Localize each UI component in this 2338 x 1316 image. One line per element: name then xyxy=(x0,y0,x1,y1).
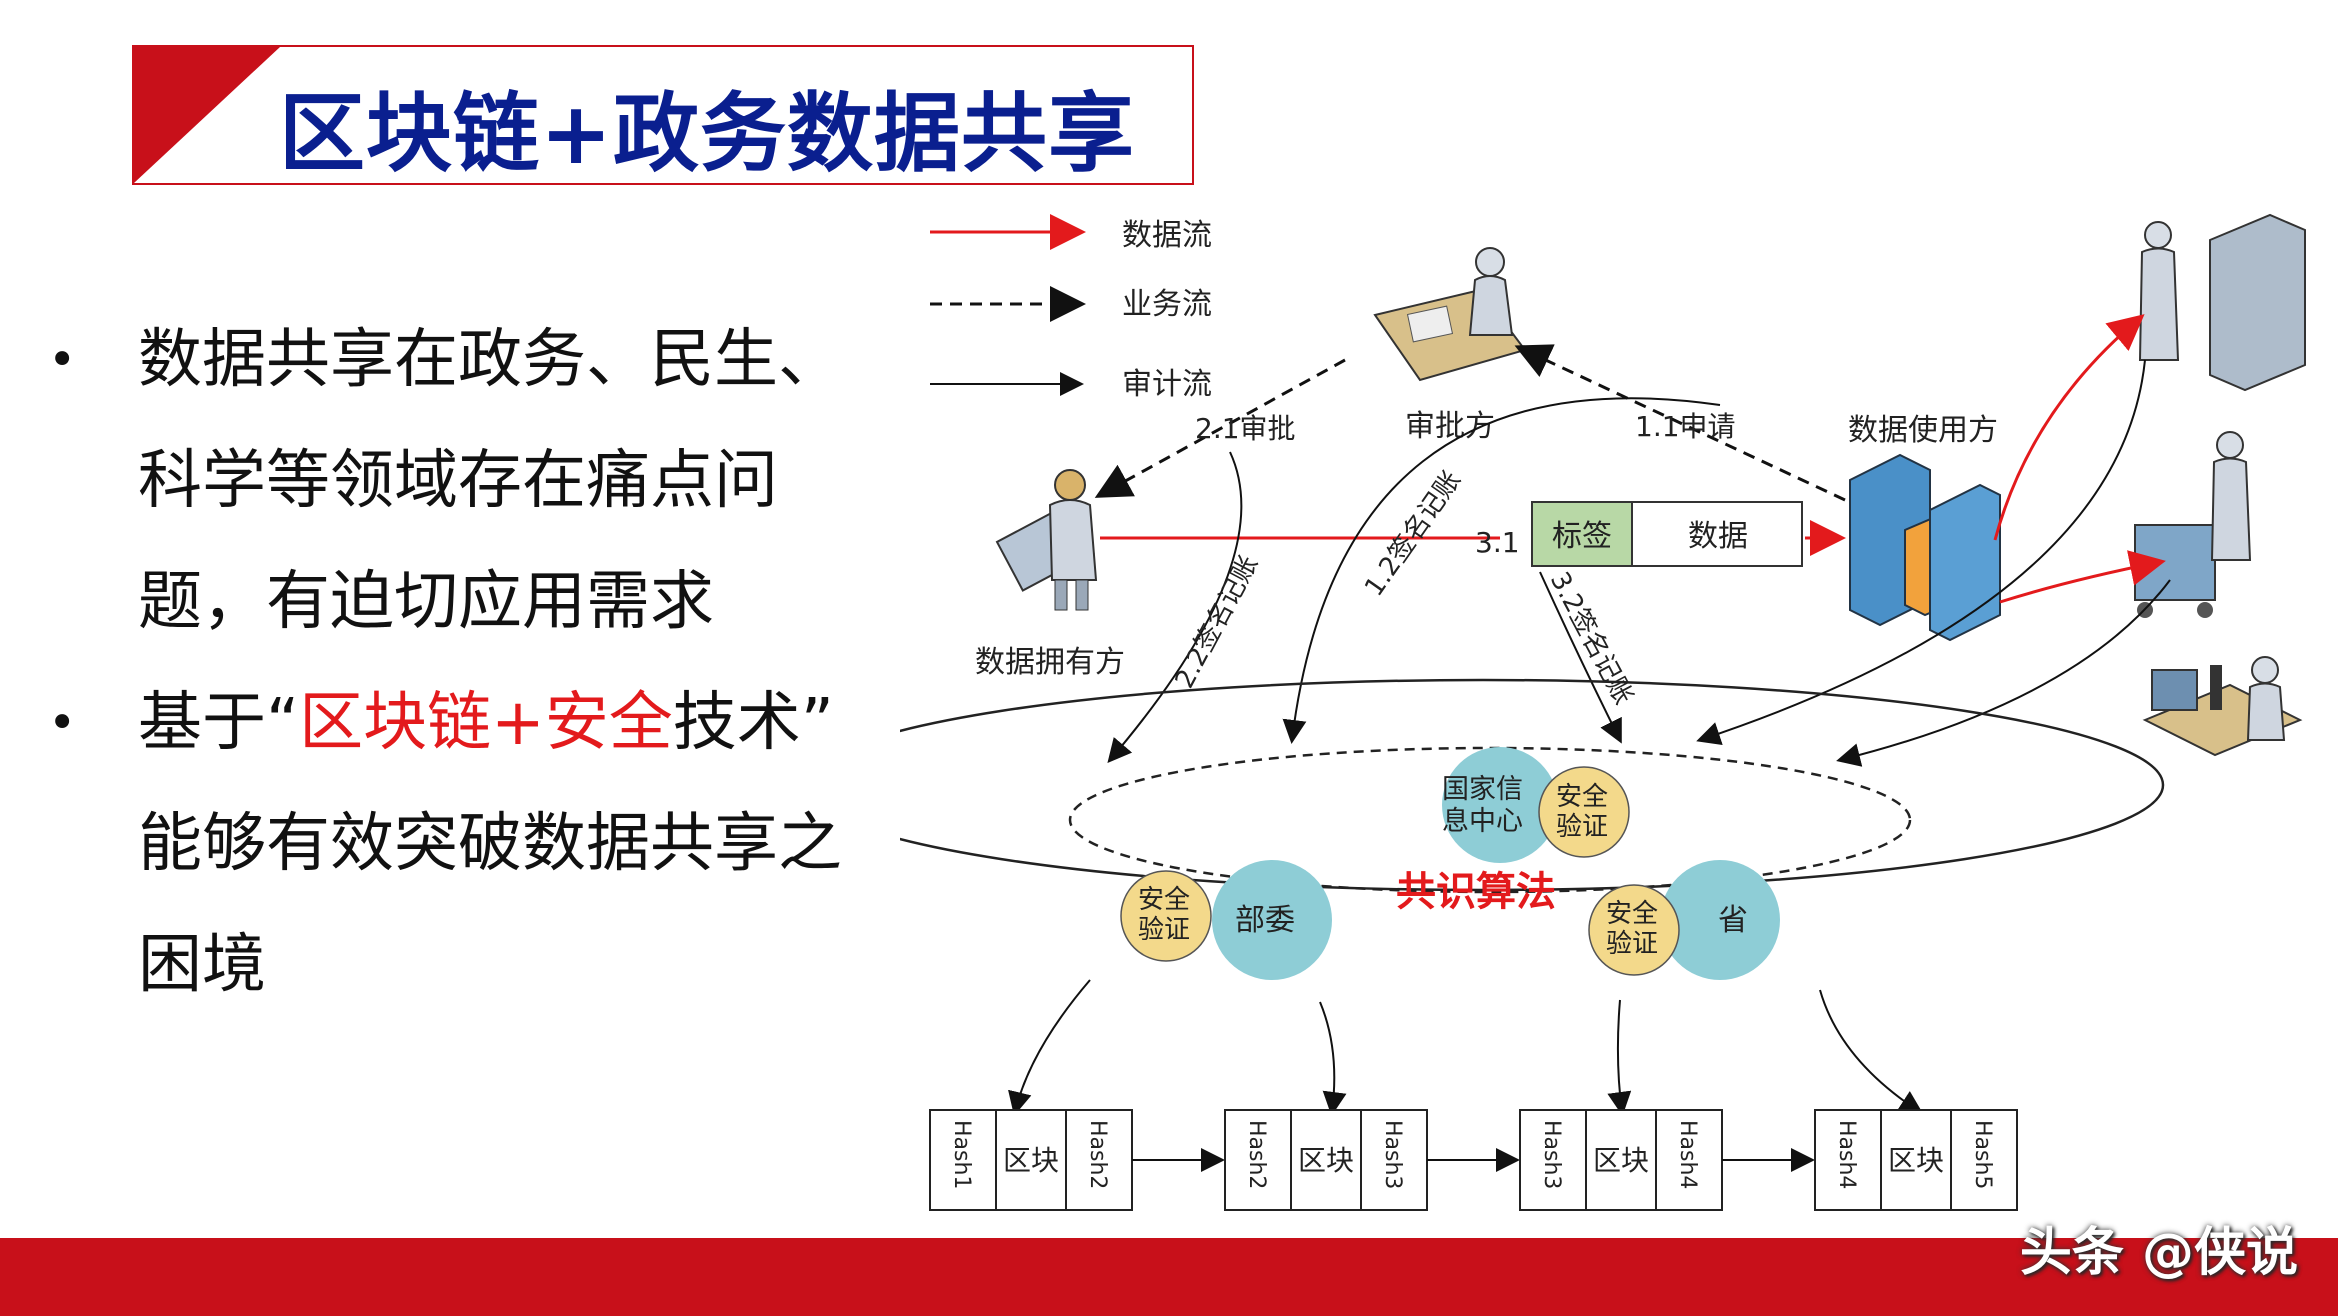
ministry-node: 部委 安全 验证 xyxy=(1120,860,1332,980)
title-decoration xyxy=(134,47,280,183)
blockchain-diagram: 数据流 业务流 审计流 审批方 数据拥有方 数据使用方 xyxy=(900,213,2306,1211)
audit-to-block-arrow xyxy=(1819,989,1924,1115)
audit-flow-12 xyxy=(1282,397,1721,744)
packet-data-box xyxy=(1631,501,1803,567)
block-body xyxy=(995,1109,1067,1211)
audit-to-block-arrow xyxy=(1008,979,1091,1116)
audit-to-block-arrow xyxy=(1607,999,1632,1116)
bullet-text-1: 数据共享在政务、民生、科学等领域存在痛点问题，有迫切应用需求 xyxy=(138,323,842,639)
data-user-label: 数据使用方 xyxy=(1848,413,1998,448)
province-label: 省 xyxy=(1718,903,1748,938)
block-body xyxy=(1880,1109,1952,1211)
data-flow-line xyxy=(1993,314,2145,541)
data-packet: 标签 数据 xyxy=(1531,501,1803,567)
lab-microscope-icon xyxy=(2142,656,2303,757)
audit-flow-right-1 xyxy=(1696,359,2146,746)
block-hash-label: Hash4 xyxy=(1675,1120,1700,1189)
approve-label: 2.1审批 xyxy=(1195,412,1296,445)
block-item: Hash2 区块 Hash3 xyxy=(1224,1109,1428,1211)
bullet-dot-icon: • xyxy=(48,332,77,388)
sign-32-label: 3.2签名记账 xyxy=(1544,567,1639,709)
data-owner-person-icon xyxy=(995,469,1098,611)
security-verify-line2: 验证 xyxy=(1138,915,1190,945)
security-verify-line1: 安全 xyxy=(1138,885,1190,915)
legend: 数据流 业务流 审计流 xyxy=(930,214,1212,402)
block-hash-label: Hash5 xyxy=(1970,1120,1995,1189)
block-hash-label: Hash2 xyxy=(1244,1120,1269,1189)
apply-label: 1.1申请 xyxy=(1635,410,1736,443)
data-user-servers-icon xyxy=(1849,453,2001,642)
block-hash-label: Hash3 xyxy=(1380,1120,1405,1189)
block-label: 区块 xyxy=(1003,1144,1059,1177)
business-flow-approve xyxy=(1094,358,1346,498)
bullet-item-2: • 基于“区块链+安全技术” 能够有效突破数据共享之困境 xyxy=(40,663,860,1026)
audit-flow-32 xyxy=(1539,571,1622,744)
province-node: 省 安全 验证 xyxy=(1588,860,1780,980)
ministry-label: 部委 xyxy=(1235,903,1295,938)
watermark: 头条 @侠说 xyxy=(2019,1223,2298,1283)
approver-person-icon xyxy=(1373,247,1527,382)
block-hash-cell xyxy=(1950,1109,2018,1211)
block-body xyxy=(1585,1109,1657,1211)
packet-data-label: 数据 xyxy=(1688,519,1748,554)
data-owner-label: 数据拥有方 xyxy=(975,645,1125,680)
workstation-person-icon xyxy=(2134,431,2252,618)
block-hash-label: Hash4 xyxy=(1834,1120,1859,1189)
block-hash-cell xyxy=(1655,1109,1723,1211)
security-verify-line1: 安全 xyxy=(1606,899,1658,929)
security-verify-line2: 验证 xyxy=(1606,929,1658,959)
title-box: 区块链+政务数据共享 xyxy=(132,45,1194,185)
block-hash-label: Hash2 xyxy=(1085,1120,1110,1189)
block-label: 区块 xyxy=(1888,1144,1944,1177)
national-center-line2: 息中心 xyxy=(1442,806,1523,837)
legend-business-flow-label: 业务流 xyxy=(1122,287,1212,322)
audit-flow-22 xyxy=(1107,451,1243,764)
step-31-label: 3.1 xyxy=(1475,526,1520,559)
block-hash-cell xyxy=(1360,1109,1428,1211)
block-label: 区块 xyxy=(1593,1144,1649,1177)
page-title: 区块链+政务数据共享 xyxy=(279,84,1136,184)
block-item: Hash4 区块 Hash5 xyxy=(1814,1109,2018,1211)
block-hash-label: Hash1 xyxy=(949,1120,974,1189)
footer-bar xyxy=(0,1238,2338,1316)
server-rack-person-icon xyxy=(2138,213,2306,392)
block-hash-cell xyxy=(929,1109,997,1211)
bullet-item-1: • 数据共享在政务、民生、科学等领域存在痛点问题，有迫切应用需求 xyxy=(40,300,860,663)
sign-12-label: 1.2签名记账 xyxy=(1359,466,1467,602)
bullet-text-2-suffix: 技术” 能够有效突破数据共享之困境 xyxy=(138,686,842,1002)
sign-22-label: 2.2签名记账 xyxy=(1170,551,1265,693)
consensus-title: 共识算法 xyxy=(1396,869,1556,915)
block-hash-label: Hash3 xyxy=(1539,1120,1564,1189)
block-body xyxy=(1290,1109,1362,1211)
bullet-text-2-highlight: 区块链+安全 xyxy=(299,686,673,760)
bullet-dot-icon: • xyxy=(48,695,77,751)
legend-data-flow-label: 数据流 xyxy=(1122,218,1212,253)
consensus-ellipse xyxy=(900,678,2165,892)
security-verify-line2: 验证 xyxy=(1556,812,1608,842)
data-flow-line xyxy=(1999,550,2166,604)
block-hash-cell xyxy=(1065,1109,1133,1211)
national-center-node: 国家信 息中心 安全 验证 xyxy=(1442,747,1630,863)
block-label: 区块 xyxy=(1298,1144,1354,1177)
block-hash-cell xyxy=(1224,1109,1292,1211)
audit-to-block-arrow xyxy=(1319,1001,1347,1116)
bullet-list: • 数据共享在政务、民生、科学等领域存在痛点问题，有迫切应用需求 • 基于“区块… xyxy=(40,300,860,1026)
bullet-text-2-prefix: 基于“ xyxy=(138,686,300,760)
audit-flow-right-2 xyxy=(1836,579,2171,767)
block-hash-cell xyxy=(1519,1109,1587,1211)
national-center-line1: 国家信 xyxy=(1442,774,1523,805)
security-verify-line1: 安全 xyxy=(1556,782,1608,812)
block-item: Hash1 区块 Hash2 xyxy=(929,1109,1133,1211)
block-item: Hash3 区块 Hash4 xyxy=(1519,1109,1723,1211)
legend-audit-flow-label: 审计流 xyxy=(1122,367,1212,402)
packet-tag-label: 标签 xyxy=(1552,519,1612,554)
